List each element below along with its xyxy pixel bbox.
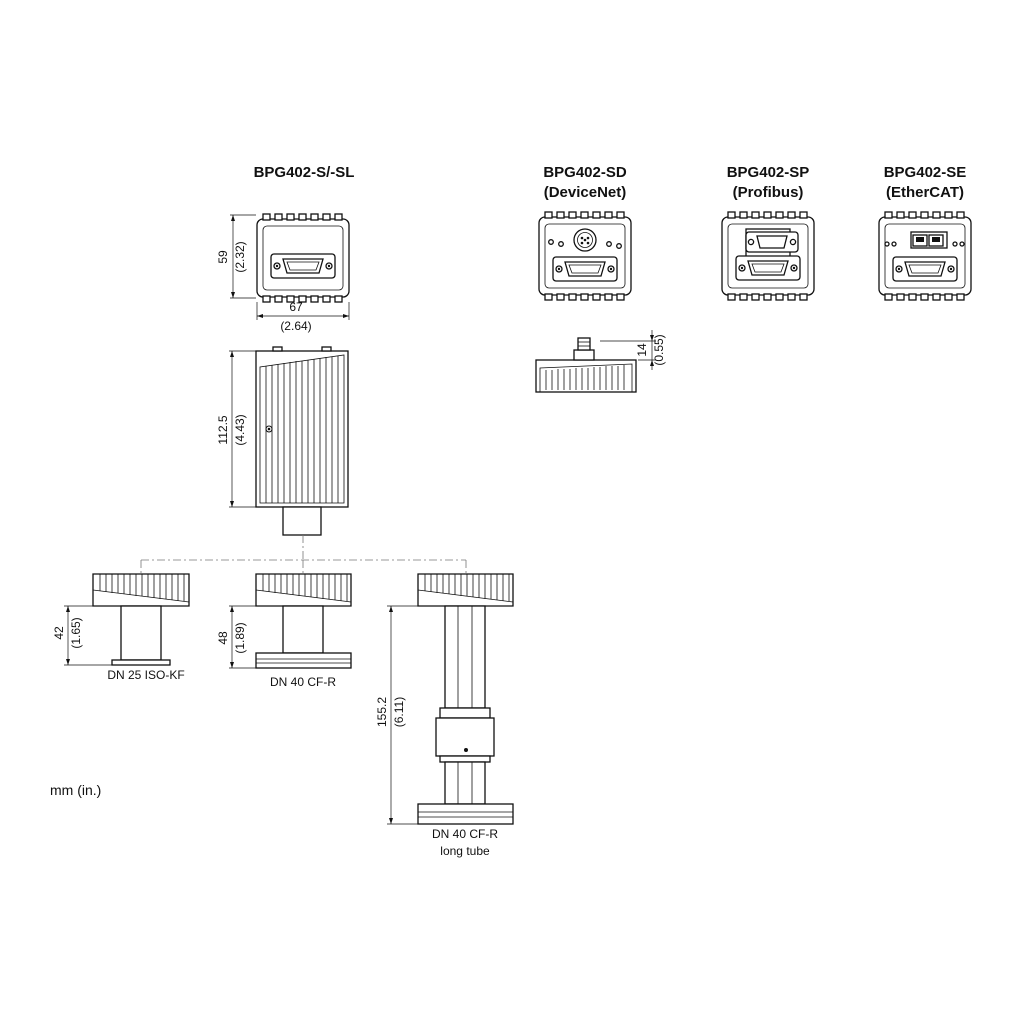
label-long-line1: DN 40 CF-R (432, 827, 498, 841)
front-view-sd (538, 211, 632, 301)
front-view-s (256, 213, 350, 303)
dim-cf-mm: 48 (216, 631, 230, 645)
flange-kf (92, 573, 190, 666)
dim-long: 155.2 (6.11) (375, 605, 418, 825)
dim-front-height-mm: 59 (216, 250, 230, 264)
dim-front-height: 59 (2.32) (216, 214, 256, 299)
dim-front-width-in: (2.64) (280, 319, 311, 333)
subtitle-profibus: (Profibus) (733, 184, 804, 201)
front-view-se (878, 211, 972, 301)
dim-front-width-mm: 67 (289, 300, 303, 314)
dim-front-width: 67 (2.64) (256, 300, 350, 333)
subtitle-ethercat: (EtherCAT) (886, 184, 964, 201)
title-bpg402-s: BPG402-S/-SL (254, 164, 355, 181)
front-view-sp (721, 211, 815, 301)
dim-kf-in: (1.65) (69, 617, 83, 648)
dim-body-height-mm: 112.5 (216, 415, 230, 444)
label-kf: DN 25 ISO-KF (107, 668, 184, 682)
dim-cf-in: (1.89) (233, 622, 247, 653)
dim-long-in: (6.11) (392, 697, 406, 727)
dim-long-mm: 155.2 (375, 697, 389, 727)
flange-long-tube (417, 573, 514, 825)
title-bpg402-se: BPG402-SE (884, 164, 967, 181)
dim-body-height-in: (4.43) (233, 414, 247, 445)
dim-kf-mm: 42 (52, 626, 66, 640)
dim-kf: 42 (1.65) (52, 605, 112, 666)
title-bpg402-sd: BPG402-SD (543, 164, 627, 181)
title-bpg402-sp: BPG402-SP (727, 164, 810, 181)
dim-cf: 48 (1.89) (216, 605, 256, 669)
dim-body-height: 112.5 (4.43) (216, 350, 256, 508)
unit-note: mm (in.) (50, 782, 101, 798)
flange-cf (255, 573, 352, 669)
subtitle-devicenet: (DeviceNet) (544, 184, 627, 201)
dim-front-height-in: (2.32) (233, 241, 247, 272)
label-cf: DN 40 CF-R (270, 675, 336, 689)
sd-side-detail: 14 (0.55) (535, 330, 666, 393)
dim-sd-conn-in: (0.55) (652, 334, 666, 365)
dim-sd-conn-mm: 14 (635, 343, 649, 357)
label-long-line2: long tube (440, 844, 490, 858)
side-body (255, 346, 349, 536)
